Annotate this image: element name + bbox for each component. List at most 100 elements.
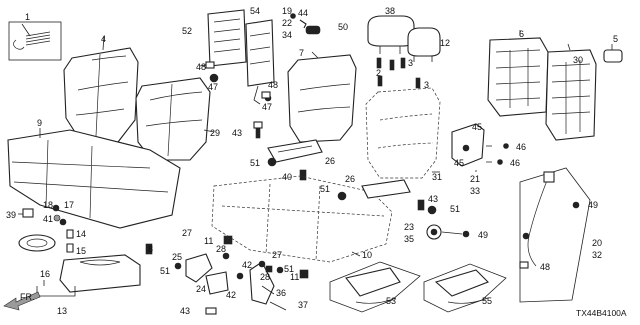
part-34 xyxy=(305,25,321,35)
part-49-clip xyxy=(462,230,470,238)
callout-3: 3 xyxy=(408,58,413,68)
callout-50: 50 xyxy=(338,22,348,32)
part-51-nut-b xyxy=(337,191,347,201)
part-28-clip xyxy=(222,252,230,260)
callout-54: 54 xyxy=(250,6,260,16)
callout-15: 15 xyxy=(76,246,86,256)
callout-4: 4 xyxy=(101,34,106,44)
part-8-clip xyxy=(145,243,153,255)
part-26-lower-bracket xyxy=(361,179,411,199)
part-37-strap xyxy=(269,301,287,311)
callout-42a: 42 xyxy=(242,260,252,270)
part-53-heater-mat xyxy=(329,261,421,313)
part-16-armrest xyxy=(18,234,141,297)
callout-27b: 27 xyxy=(272,250,282,260)
clip-kit-box xyxy=(8,21,62,61)
callout-30: 30 xyxy=(573,55,583,65)
callout-51b: 51 xyxy=(320,184,330,194)
callout-49b: 49 xyxy=(588,200,598,210)
part-43-bolt-c xyxy=(205,307,217,315)
callout-47a: 47 xyxy=(208,82,218,92)
callout-6: 6 xyxy=(519,29,524,39)
callout-17: 17 xyxy=(64,200,74,210)
callout-23: 23 xyxy=(404,222,414,232)
part-51-nut-c xyxy=(427,205,437,215)
callout-46b: 46 xyxy=(510,158,520,168)
part-29-seatback-cover xyxy=(135,77,215,161)
callout-31: 31 xyxy=(432,172,442,182)
part-10-cushion-pad xyxy=(211,175,393,263)
cup-holder xyxy=(18,234,56,252)
callout-40: 40 xyxy=(282,172,292,182)
part-51-nut xyxy=(267,157,277,167)
callout-37: 37 xyxy=(298,300,308,310)
part-27-clip xyxy=(265,265,273,273)
part-51-nut-e xyxy=(276,266,284,274)
part-42-clip xyxy=(236,272,244,280)
part-7-seatback-pad xyxy=(287,51,357,143)
callout-45a: 45 xyxy=(472,122,482,132)
callout-43c: 43 xyxy=(180,306,190,316)
callout-48a: 48 xyxy=(196,62,206,72)
clip-hook xyxy=(13,39,25,50)
callout-11a: 11 xyxy=(204,236,213,246)
callout-34: 34 xyxy=(282,30,292,40)
part-39 xyxy=(22,208,34,218)
part-48-clip-c xyxy=(519,261,529,269)
bolt-2b xyxy=(389,59,395,71)
callout-51c: 51 xyxy=(450,204,460,214)
callout-39: 39 xyxy=(6,210,16,220)
part-31-seatback-pad xyxy=(365,87,441,179)
part-38-headrest xyxy=(367,15,415,54)
part-26-hinge-bracket xyxy=(267,139,323,163)
callout-26a: 26 xyxy=(325,156,335,166)
callout-16: 16 xyxy=(40,269,50,279)
callout-49a: 49 xyxy=(478,230,488,240)
part-43-bolt-b xyxy=(417,199,425,211)
callout-29: 29 xyxy=(210,128,220,138)
callout-25: 25 xyxy=(172,252,182,262)
part-46-clip-b xyxy=(497,159,503,165)
callout-51d: 51 xyxy=(160,266,170,276)
callout-20: 20 xyxy=(592,238,602,248)
callout-18: 18 xyxy=(43,200,53,210)
lower-hardware-cluster xyxy=(174,235,309,315)
part-48-clip xyxy=(261,91,271,99)
callout-36: 36 xyxy=(276,288,286,298)
callout-48c: 48 xyxy=(540,262,550,272)
part-17 xyxy=(59,218,67,226)
callout-7: 7 xyxy=(299,48,304,58)
part-25-bracket xyxy=(185,253,213,283)
callout-27a: 27 xyxy=(182,228,192,238)
callout-5: 5 xyxy=(613,34,618,44)
part-55-heater-mat xyxy=(423,263,507,313)
callout-21: 21 xyxy=(470,174,480,184)
part-20-harness xyxy=(519,167,591,303)
bolt-2 xyxy=(376,57,382,69)
part-9-cushion-cover xyxy=(7,128,181,229)
callout-46a: 46 xyxy=(516,142,526,152)
part-50 xyxy=(299,19,307,29)
part-4-seatback-cover xyxy=(63,35,139,143)
callout-47b: 47 xyxy=(262,102,272,112)
part-41 xyxy=(53,214,61,222)
callout-19: 19 xyxy=(282,6,292,16)
armrest-body xyxy=(59,254,141,293)
clip-strip xyxy=(25,31,51,46)
part-14 xyxy=(66,229,74,239)
part-48-clip-a xyxy=(205,61,215,69)
part-12-headrest xyxy=(407,27,441,62)
part-1-clip-kit xyxy=(8,21,62,61)
part-11-grommet xyxy=(223,235,233,245)
part-40-bolt xyxy=(299,169,307,181)
part-52-heater-pad xyxy=(199,9,247,67)
callout-1: 1 xyxy=(25,12,30,22)
part-49-clip-b xyxy=(572,201,580,209)
callout-9: 9 xyxy=(37,118,42,128)
callout-13: 13 xyxy=(57,306,67,316)
callout-51a: 51 xyxy=(250,158,260,168)
bolts-2-3 xyxy=(376,57,421,89)
callout-11b: 11 xyxy=(290,272,299,282)
